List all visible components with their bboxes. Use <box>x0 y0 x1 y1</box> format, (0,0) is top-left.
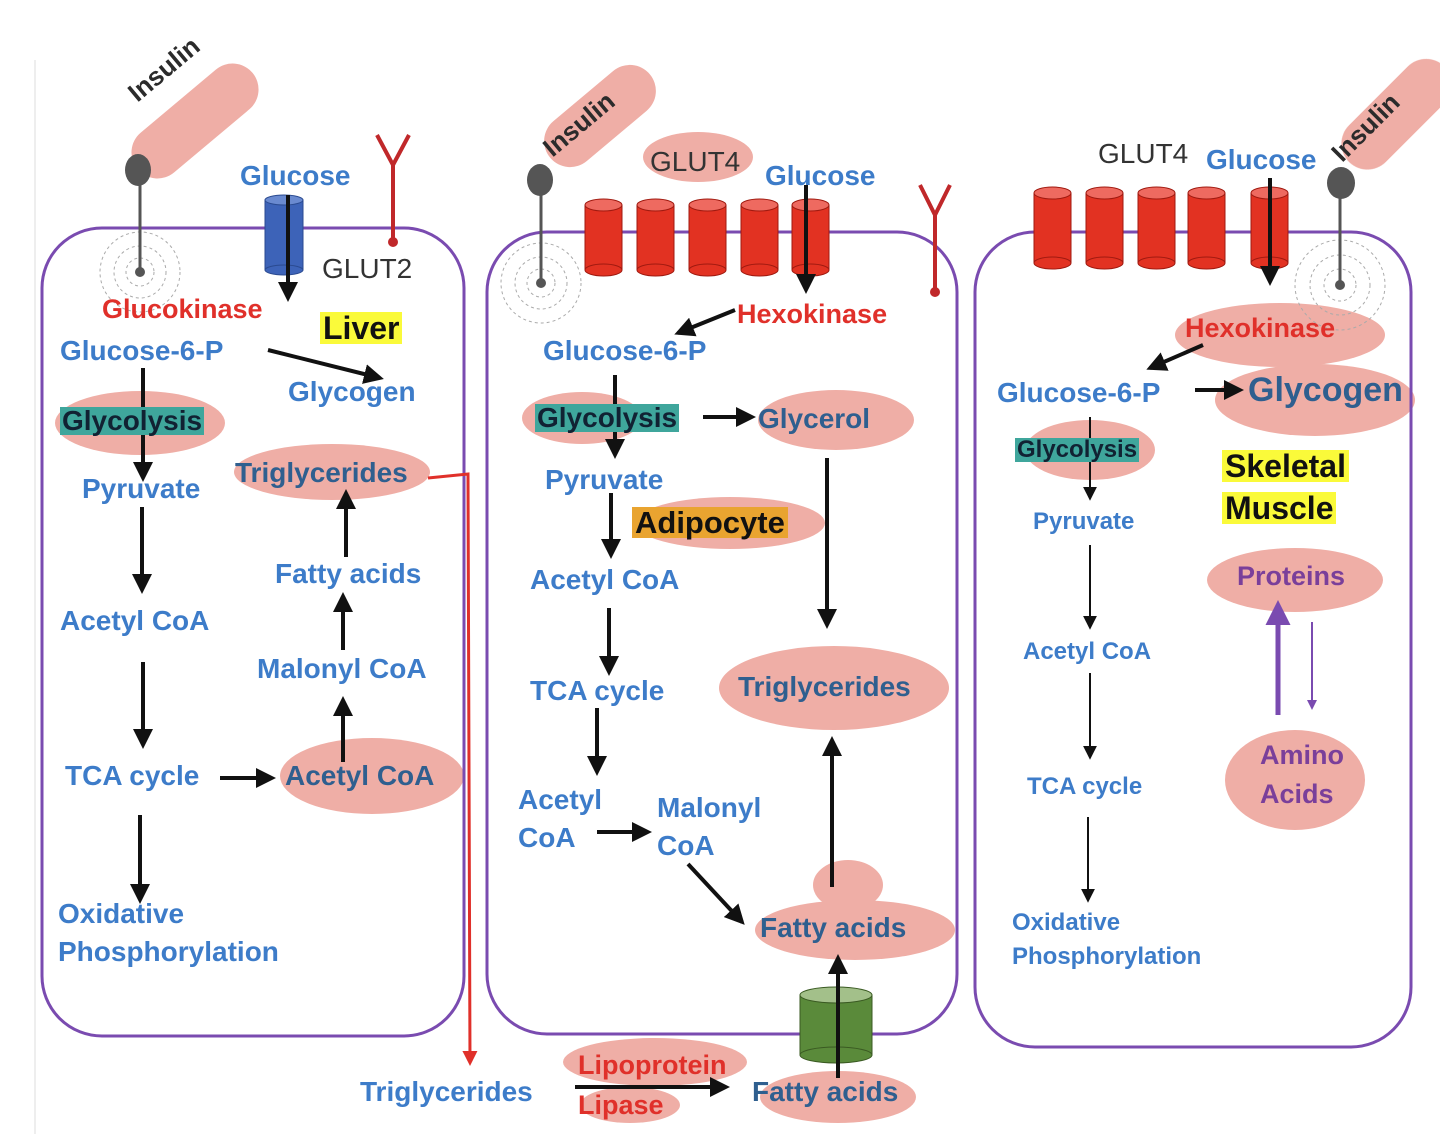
lipase-label: Lipase <box>578 1090 664 1120</box>
highlight-liver-triglycerides <box>234 444 430 500</box>
muscle-tca-label: TCA cycle <box>1027 773 1143 800</box>
muscle-glut4-transporters <box>1033 186 1289 270</box>
liver-glucose-label: Glucose <box>240 160 351 191</box>
glut4-cylinder-icon <box>1187 186 1226 270</box>
highlight-muscle-hexokinase <box>1175 303 1385 367</box>
glut4-cylinder-icon <box>1085 186 1124 270</box>
liver-cell-label: Liver <box>320 312 403 344</box>
muscle-cell-label-2: Muscle <box>1222 492 1337 524</box>
glut4-cylinder-icon <box>740 198 779 277</box>
glut4-cylinder-icon <box>584 198 623 277</box>
highlight-amino-acids <box>1225 730 1365 830</box>
adipo-glut4-label: GLUT4 <box>650 146 741 177</box>
liver-cell-membrane <box>40 226 466 1038</box>
muscle-glycolysis-label: Glycolysis <box>1015 436 1140 463</box>
adipo-g6p-label: Glucose-6-P <box>543 335 707 366</box>
glucokinase-label: Glucokinase <box>102 294 263 324</box>
muscle-g6p-label: Glucose-6-P <box>997 377 1161 408</box>
highlight-adipo-insulin <box>544 64 656 168</box>
muscle-oxphos-label-1: Oxidative <box>1012 909 1121 936</box>
muscle-glycogen-label: Glycogen <box>1248 371 1403 409</box>
arrow-hexokinase-g6p <box>674 308 736 337</box>
glut4-cylinder-icon <box>1033 186 1072 270</box>
adipo-pyruvate-label: Pyruvate <box>545 464 664 495</box>
amino-acids-label-2: Acids <box>1260 779 1334 809</box>
adipo-triglycerides-label: Triglycerides <box>738 671 911 702</box>
highlight-glycerol <box>758 390 914 450</box>
liver-antibody-icon <box>375 134 411 247</box>
adipocyte-glut4-transporters <box>584 198 830 277</box>
highlight-proteins <box>1207 548 1383 612</box>
arrow-muscle-hexokinase-g6p <box>1146 343 1204 371</box>
arrow-g6p-glycogen <box>267 348 384 384</box>
highlight-muscle-glycogen <box>1215 364 1415 436</box>
liver-glycolysis-label: Glycolysis <box>60 405 205 436</box>
pathway-arrows <box>130 178 1280 1097</box>
liver-glycogen-label: Glycogen <box>288 376 416 407</box>
liver-g6p-label: Glucose-6-P <box>60 335 224 366</box>
proteins-label: Proteins <box>1237 561 1346 591</box>
lipoprotein-label: Lipoprotein <box>578 1050 727 1080</box>
highlight-lipoprotein <box>563 1038 747 1086</box>
adipo-fattyacids-label: Fatty acids <box>760 912 907 943</box>
amino-acids-label-1: Amino <box>1260 740 1344 770</box>
muscle-acetylcoa-label: Acetyl CoA <box>1023 638 1152 665</box>
highlight-blood-fatty-acids <box>760 1071 916 1123</box>
liver-oxphos-label-2: Phosphorylation <box>58 936 279 967</box>
adipo-malonyl-label-1: Malonyl <box>657 792 762 823</box>
highlight-liver-acetylcoa <box>280 738 464 814</box>
glut2-label: GLUT2 <box>322 253 413 284</box>
adipo-acetylcoa2-label-2: CoA <box>518 822 576 853</box>
liver-insulin-receptor <box>99 154 181 313</box>
liver-tca-label: TCA cycle <box>65 760 200 791</box>
liver-pyruvate-label: Pyruvate <box>82 473 201 504</box>
liver-oxphos-label-1: Oxidative <box>58 898 185 929</box>
liver-triglycerides-label: Triglycerides <box>235 457 408 488</box>
adipo-glycolysis-label: Glycolysis <box>535 402 680 433</box>
glut4-cylinder-icon <box>688 198 727 277</box>
muscle-oxphos-label-2: Phosphorylation <box>1012 943 1202 970</box>
adipo-glycerol-label: Glycerol <box>758 403 871 434</box>
glut4-cylinder-icon <box>636 198 675 277</box>
muscle-glut4-label: GLUT4 <box>1098 138 1189 169</box>
highlight-liver-insulin <box>131 63 259 179</box>
blood-fattyacids-label: Fatty acids <box>752 1076 899 1107</box>
adipocyte-insulin-receptor <box>500 164 582 324</box>
adipo-malonyl-label-2: CoA <box>657 830 715 861</box>
glut2-transporter-icon <box>264 194 304 276</box>
liver-acetylcoa2-label: Acetyl CoA <box>285 760 435 791</box>
adipocyte-antibody-icon <box>918 184 952 297</box>
muscle-pyruvate-label: Pyruvate <box>1033 508 1135 535</box>
highlight-adipo-triglycerides <box>719 646 949 730</box>
glut4-cylinder-icon <box>791 198 830 277</box>
adipo-acetylcoa2-label-1: Acetyl <box>518 784 603 815</box>
blood-triglycerides-label: Triglycerides <box>360 1076 533 1107</box>
highlight-adipo-fatty-acids <box>755 900 955 960</box>
muscle-insulin-receptor <box>1294 167 1386 331</box>
adipocyte-cell-label: Adipocyte <box>632 507 788 538</box>
adipo-hexokinase-label: Hexokinase <box>737 299 888 329</box>
adipo-tca-label: TCA cycle <box>530 675 665 706</box>
highlight-glut4 <box>643 132 753 182</box>
adipo-glucose-label: Glucose <box>765 160 876 191</box>
liver-malonylcoa-label: Malonyl CoA <box>257 653 427 684</box>
glut4-cylinder-icon <box>1137 186 1176 270</box>
highlight-muscle-insulin <box>1341 58 1440 170</box>
highlight-lipase <box>580 1087 680 1123</box>
muscle-cell-label-1: Skeletal <box>1222 450 1349 482</box>
liver-acetylcoa-label: Acetyl CoA <box>60 605 210 636</box>
liver-fattyacids-label: Fatty acids <box>275 558 422 589</box>
muscle-glucose-label: Glucose <box>1206 144 1317 175</box>
arrow-triglyceride-export <box>427 472 478 1066</box>
arrow-malonyl-fattyacids-adipo <box>686 862 745 925</box>
muscle-hexokinase-label: Hexokinase <box>1185 313 1336 343</box>
adipo-acetylcoa-label: Acetyl CoA <box>530 564 680 595</box>
